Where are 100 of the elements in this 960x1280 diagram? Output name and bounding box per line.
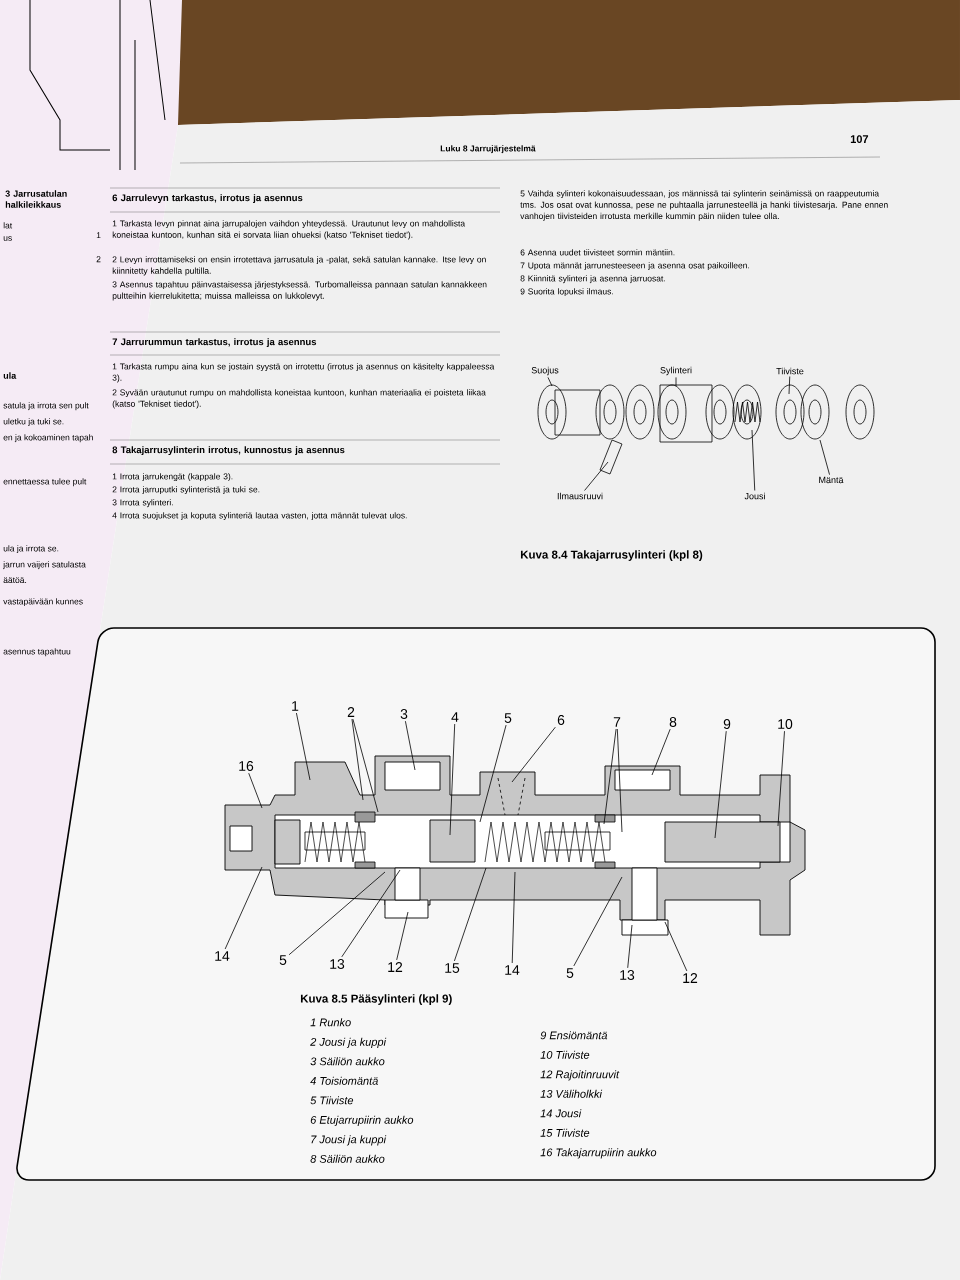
part-label: Mäntä	[819, 476, 844, 484]
text-fragment: ennettaessa tulee pult	[3, 478, 87, 487]
list-item: 1 Irrota jarrukengät (kappale 3).	[112, 473, 233, 482]
parts-list-item: 6 Etujarrupiirin aukko	[310, 1115, 414, 1126]
leader-line	[603, 728, 617, 825]
text-fragment: satula ja irrota sen pult	[3, 402, 89, 411]
text-fragment: vastapäivään kunnes	[3, 598, 83, 607]
part-label: Suojus	[531, 366, 559, 376]
part-label: Ilmausruuvi	[557, 492, 603, 500]
text-fragment: jarrun vaijeri satulasta	[3, 561, 86, 570]
text-fragment: us	[3, 236, 12, 241]
leader-line	[296, 712, 311, 781]
callout-number: 8	[669, 717, 677, 727]
leader-line	[651, 728, 671, 776]
section-heading: 7 Jarrurummun tarkastus, irrotus ja asennus	[112, 338, 317, 348]
leader-line	[751, 429, 756, 491]
callout-number: 5	[566, 968, 574, 978]
wheel-cylinder-drawing	[537, 384, 875, 475]
text-fragment: 1	[96, 232, 101, 239]
parts-list-item: 1 Runko	[310, 1018, 351, 1027]
leader-line	[288, 871, 386, 956]
paragraph: 3 Asennus tapahtuu päinvastaisessa järjestyksessä. Turbomalleissa pannaan satulan kannakkeen pultteihin kierrelukitetta; muissa malleissa on lukkolevyt.	[112, 281, 487, 301]
parts-list-item: 16 Takajarrupiirin aukko	[540, 1148, 657, 1159]
callout-number: 6	[557, 715, 565, 725]
list-item: 7 Upota männät jarrunesteeseen ja asenna osat paikoilleen.	[520, 262, 749, 271]
list-item: 8 Kiinnitä sylinteri ja asenna jarruosat.	[520, 275, 665, 284]
parts-list-item: 15 Tiiviste	[540, 1128, 590, 1137]
callout-number: 7	[613, 717, 621, 727]
text-fragment: en ja kokoaminen tapah	[3, 434, 93, 443]
callout-number: 16	[239, 761, 254, 771]
part-label: Sylinteri	[660, 366, 692, 376]
leader-line	[405, 720, 416, 771]
leader-line	[627, 924, 633, 969]
callout-number: 15	[445, 963, 460, 973]
parts-list-item: 5 Tiiviste	[310, 1096, 354, 1105]
list-item: 9 Suorita lopuksi ilmaus.	[520, 288, 613, 297]
list-item: 3 Irrota sylinteri.	[112, 499, 173, 508]
parts-list-item: 4 Toisiomäntä	[310, 1076, 378, 1085]
callout-number: 14	[215, 951, 230, 961]
callout-number: 5	[504, 713, 512, 723]
text-fragment: uletku ja tuki se.	[3, 418, 64, 427]
callout-number: 12	[388, 962, 403, 972]
text-fragment: ula ja irrota se.	[3, 545, 59, 554]
text-fragment: 2	[96, 256, 101, 263]
leader-line	[396, 911, 409, 961]
leader-line	[352, 718, 379, 813]
callout-number: 10	[778, 719, 793, 729]
list-item: 6 Asenna uudet tiivisteet sormin mäntiin.	[520, 249, 675, 256]
leader-line	[616, 728, 623, 833]
leader-line	[479, 724, 507, 823]
parts-list-item: 2 Jousi ja kuppi	[310, 1037, 387, 1048]
leader-line	[584, 461, 609, 491]
section-heading: 8 Takajarrusylinterin irrotus, kunnostus ja asennus	[112, 446, 345, 456]
leader-line	[511, 726, 556, 783]
callout-number: 2	[347, 707, 355, 717]
text-fragment: 3 Jarrusatulan halkileikkaus	[5, 190, 67, 208]
figure-caption: Kuva 8.5 Pääsylinteri (kpl 9)	[300, 994, 452, 1005]
parts-list-item: 12 Rajoitinruuvit	[540, 1070, 620, 1081]
parts-list-item: 14 Jousi	[540, 1109, 582, 1118]
part-label: Tiiviste	[776, 367, 804, 375]
paragraph: 2 Levyn irrottamiseksi on ensin irrotettava jarrusatula ja -palat, sekä satulan kannake. Itse levy on kiinnitetty kahdella pultilla.	[112, 256, 486, 276]
leader-line	[248, 772, 263, 809]
callout-number: 1	[292, 701, 299, 711]
callout-number: 14	[505, 965, 520, 975]
list-item: 4 Irrota suojukset ja koputa sylinteriä lautaa vasten, jotta männät tulevat ulos.	[112, 512, 407, 521]
leader-line	[341, 869, 401, 958]
leader-line	[547, 377, 553, 387]
parts-list-item: 7 Jousi ja kuppi	[311, 1135, 387, 1146]
parts-list-item: 8 Säiliön aukko	[310, 1154, 385, 1163]
part-label: Jousi	[744, 492, 765, 500]
text-fragment: asennus tapahtuu	[3, 648, 71, 657]
leader-line	[819, 439, 830, 476]
page-number: 107	[850, 135, 869, 143]
text-fragment: lat	[3, 222, 13, 229]
paragraph: 2 Syvään urautunut rumpu on mahdollista koneistaa kuntoon, kunhan materiaalia ei poisteta liikaa (katso 'Tekniset tiedot').	[112, 389, 486, 409]
callout-number: 12	[683, 973, 698, 983]
master-cylinder-drawing	[224, 755, 806, 936]
parts-list-item: 13 Väliholkki	[540, 1089, 603, 1098]
leader-line	[675, 377, 677, 387]
text-fragment: ula	[3, 372, 17, 379]
text-fragment: äätöä.	[3, 577, 27, 584]
leader-line	[664, 921, 688, 972]
callout-number: 5	[279, 955, 287, 965]
leader-line	[351, 718, 364, 801]
page-header: Luku 8 Jarrujärjestelmä	[440, 145, 536, 154]
callout-number: 9	[723, 719, 731, 729]
leader-line	[511, 871, 516, 964]
leader-line	[449, 723, 456, 836]
leader-line	[788, 376, 791, 395]
leader-line	[454, 867, 487, 962]
callout-number: 13	[330, 959, 345, 969]
parts-list-item: 3 Säiliön aukko	[310, 1057, 385, 1066]
list-item: 2 Irrota jarruputki sylinteristä ja tuki se.	[112, 486, 260, 495]
callout-number: 3	[400, 709, 408, 719]
parts-list-item: 9 Ensiömäntä	[540, 1031, 608, 1040]
paragraph: 1 Tarkasta levyn pinnat aina jarrupalojen vaihdon yhteydessä. Urautunut levy on mahdollista koneistaa kuntoon, kunhan sitä ei sorvata liian ohueksi (katso 'Tekniset tiedot').	[112, 220, 466, 240]
parts-list-item: 10 Tiiviste	[540, 1050, 590, 1059]
section-heading: 6 Jarrulevyn tarkastus, irrotus ja asennus	[112, 194, 303, 204]
callout-number: 4	[451, 712, 459, 722]
callout-number: 13	[620, 970, 635, 980]
